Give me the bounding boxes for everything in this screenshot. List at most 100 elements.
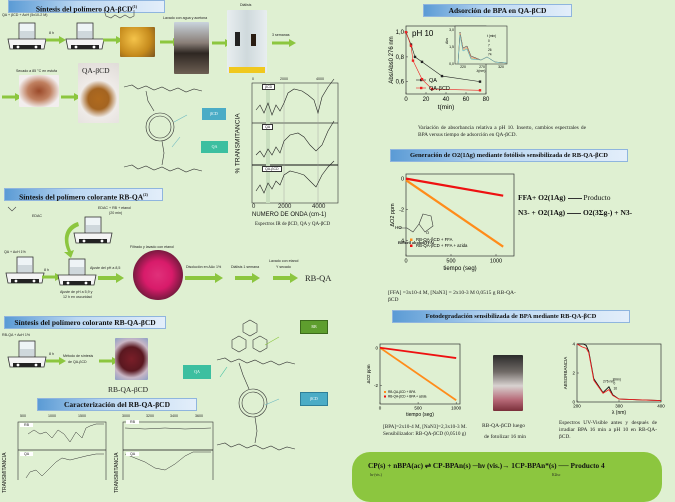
svg-text:O: O — [426, 230, 429, 235]
charac-panel-label: QA — [126, 452, 140, 456]
ft-ir-right-chart — [122, 421, 214, 480]
ir-series-bcd — [255, 78, 335, 116]
peak-annotation: 276 nm — [603, 379, 614, 383]
ir-y-axis-label: % TRANSMITANCIA — [234, 113, 242, 174]
ir-x-axis-label: NUMERO DE ONDA (cm-1) — [252, 212, 327, 218]
x-tick-label: 20 — [423, 97, 430, 103]
glutaraldehyde-structure-icon — [103, 9, 135, 19]
flow-arrow — [98, 273, 124, 283]
stirrer-beaker-icon — [7, 340, 47, 368]
method-label: Método de síntesis — [63, 354, 94, 358]
data-point — [420, 60, 424, 64]
rb-qa-reagents-label: RB-QA + AcH 1% — [2, 333, 31, 337]
series-line-QA — [405, 32, 481, 82]
mechanism-hv-label: hν (vis.) — [370, 473, 382, 477]
gel-photo — [120, 27, 155, 57]
data-point — [409, 44, 413, 47]
qa-acid-label: QA + AcH 1% — [4, 250, 26, 254]
dried-label: Y secado — [276, 265, 291, 269]
dialysis-week-label: Diálisis 1 semana — [231, 265, 260, 269]
stirrer-beaker-icon — [57, 258, 97, 286]
plot-frame — [379, 343, 461, 405]
weeks-label: 3 semanas — [272, 33, 290, 37]
tag-qa: QA — [201, 141, 228, 153]
tag-qa: QA — [183, 365, 211, 379]
tag-bcd: βCD — [202, 108, 226, 120]
ir-series-qa-bcd — [255, 160, 335, 194]
time-label: 8 h — [44, 268, 49, 272]
dissolution-label: Disolución en AAc 1% — [186, 265, 222, 269]
charac-panel-label: QA — [20, 452, 34, 456]
ft-ir-left-chart — [17, 421, 107, 480]
chart-title: pH 10 — [412, 29, 434, 38]
qa-bcd-structure-icon — [123, 84, 203, 173]
ph85-label: Ajuste del pH a 8,5 — [90, 266, 121, 270]
inset-legend-entry: 7 — [488, 44, 490, 48]
x-axis-label: tiempo (seg) — [443, 266, 476, 272]
ir-top-tick: 4000 — [316, 77, 324, 81]
flow-arrow — [46, 357, 66, 365]
flow-arrow — [99, 357, 119, 365]
rb-qa-bcd-structure-icon — [216, 319, 296, 451]
rb-qa-product-label: RB-QA — [305, 273, 332, 283]
qa-bcd-product-label: QA-βCD — [82, 66, 110, 75]
legend-entry: 0 — [614, 382, 616, 386]
singlet-oxygen-caption: [FFA] =3x10-4 M, [NaN3] = 2x10-3 M 0,051… — [388, 290, 516, 303]
x-tick-label: 1000 — [490, 259, 502, 265]
inset-legend-entry: 26 — [488, 48, 492, 52]
y-tick-label: -2 — [374, 383, 378, 388]
dialysis-photo — [227, 10, 267, 73]
inset-legend-entry: 0 — [488, 39, 490, 43]
x-axis-label: λ (nm) — [612, 410, 627, 416]
dark-label: 12 h en oscuridad — [63, 295, 92, 299]
ph-adjust-label: Ajuste de pH a 5,9 y — [60, 290, 93, 294]
y-tick-label: 0,6 — [396, 80, 405, 86]
uv-caption: Espectros UV-Visible antes y después de … — [559, 420, 657, 440]
flow-arrow — [61, 93, 81, 101]
ir-panel-label: βCD — [262, 84, 276, 90]
data-point — [478, 89, 482, 92]
flow-arrow — [235, 273, 260, 283]
uv-series-0 — [577, 343, 662, 401]
charac-right-tick: 3400 — [170, 414, 178, 418]
section-title-adsorption: Adsorción de BPA en QA-βCD — [423, 4, 572, 17]
x-tick-label: 400 — [657, 404, 665, 409]
y-tick-label: 0 — [401, 176, 404, 182]
x-tick-label: 80 — [483, 97, 490, 103]
time-label: 8 h — [49, 31, 54, 35]
legend-label: QA-βCD — [429, 86, 450, 92]
tag-bcd: βCD — [300, 392, 328, 406]
legend-label: RB-QA-βCD + FFA + azida — [416, 243, 468, 248]
curved-transfer-arrow — [64, 222, 79, 258]
series-trace-1 — [379, 346, 457, 359]
tag-rb: RB — [300, 320, 328, 334]
x-axis-label: t(min) — [438, 104, 455, 111]
drying-label: Secado a 85 °C en estufa — [16, 69, 57, 73]
y-axis-label: ΔO2 ppm — [390, 203, 396, 227]
charac-panel-label: RB — [20, 423, 33, 427]
series-line-QA-βCD — [405, 32, 481, 91]
inset-y-tick: 0,0 — [449, 62, 454, 66]
legend-marker — [410, 244, 413, 247]
charac-y-axis-label: TRANSMITANCIA — [114, 452, 120, 493]
y-tick-label: -4 — [399, 238, 404, 244]
ir-spectra-chart — [251, 78, 339, 204]
flow-arrow — [46, 36, 66, 44]
x-tick-label: 0 — [379, 406, 382, 411]
x-tick-label: 500 — [414, 406, 422, 411]
mechanism-box: CP(s) + nBPA(ac) ⇌ CP-BPAn(s) ─hν (vis.)… — [352, 452, 662, 502]
flow-arrow — [185, 273, 223, 283]
adsorption-caption: Variación de absorbancia relativa a pH 1… — [418, 125, 586, 138]
y-axis-label: ABSORBANCIA — [563, 357, 568, 390]
ir-top-tick: 0 — [252, 77, 254, 81]
equation-ffa: FFA+ O2(1Ag) Producto — [518, 193, 611, 202]
legend-marker — [384, 391, 386, 393]
qa-ir-series — [25, 453, 104, 479]
legend-entry: 16 — [614, 387, 618, 391]
plot-frame — [576, 343, 662, 403]
rb-qa-bcd-product-label: RB-QA-βCD — [108, 385, 149, 394]
ir-series-qa — [255, 120, 335, 158]
data-point — [404, 30, 408, 34]
